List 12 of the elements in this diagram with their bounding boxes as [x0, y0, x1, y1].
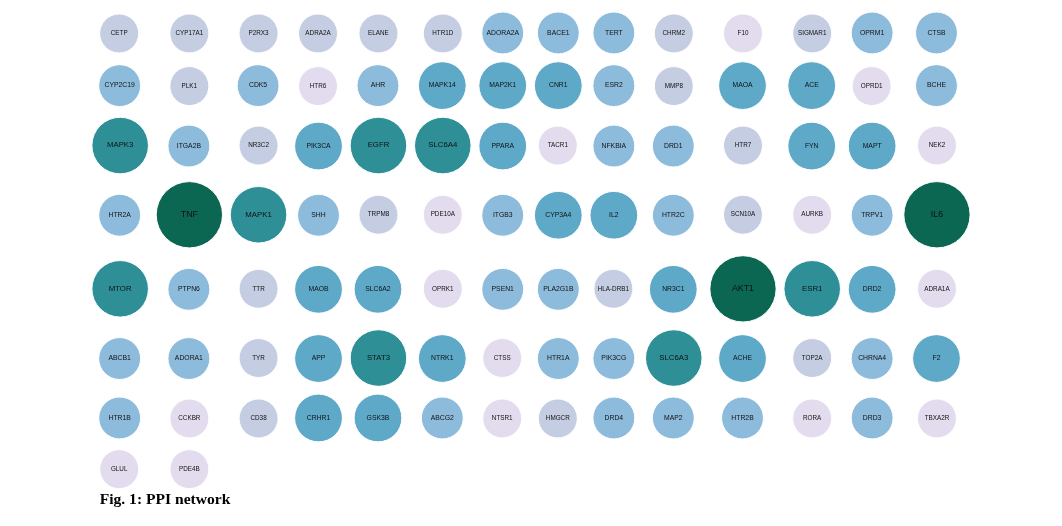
- caption: Fig. 1: PPI network: [99, 490, 231, 508]
- node-circle: AKT1: [709, 255, 777, 323]
- node-circle: EGFR: [349, 116, 408, 175]
- node-circle: IL6: [903, 181, 971, 249]
- node-circle: STAT3: [349, 329, 408, 387]
- node-circle: ESR1: [783, 260, 841, 318]
- node-circle: MTOR: [91, 260, 149, 318]
- node-circle: SLC6A3: [645, 329, 703, 387]
- node-circle: SLC6A4: [414, 116, 472, 175]
- node-circle: TNF: [155, 181, 223, 249]
- node-circle: MAPK3: [91, 116, 149, 175]
- node-circle: MAPK1: [229, 186, 288, 244]
